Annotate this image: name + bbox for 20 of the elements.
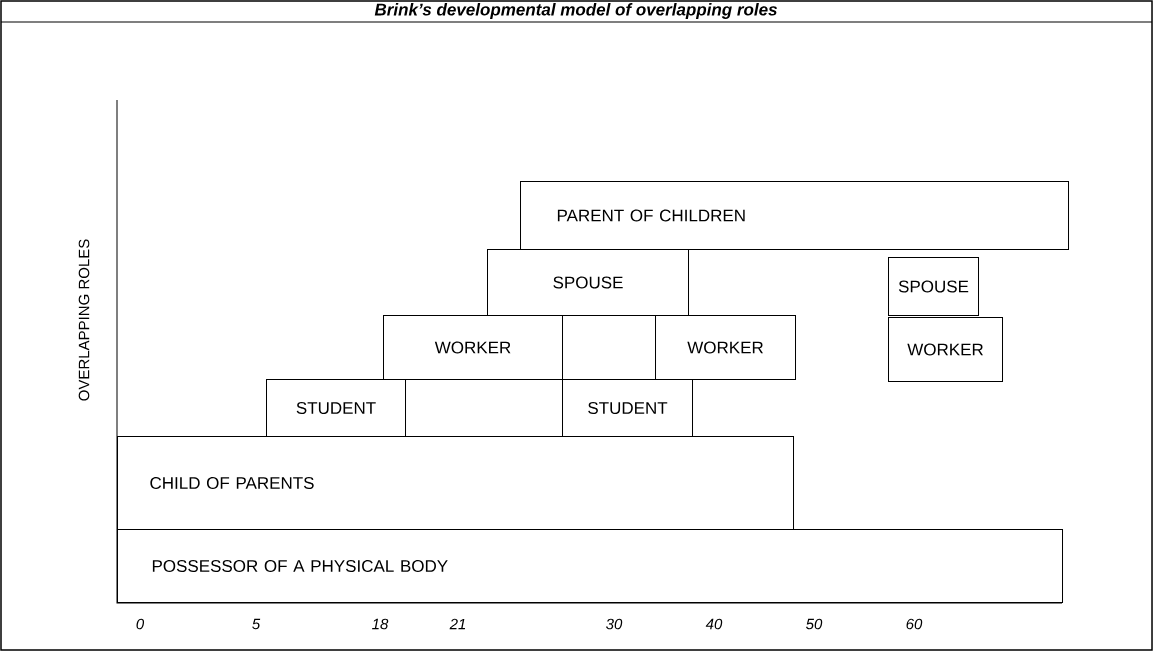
role-box: STUDENT	[266, 379, 406, 437]
tick-label: 5	[252, 618, 261, 630]
role-box: SPOUSE	[888, 257, 979, 316]
tick-label: 0	[136, 618, 145, 630]
tick-label: 60	[906, 618, 923, 630]
tick-label: 50	[806, 618, 823, 630]
role-box: WORKER	[655, 315, 796, 380]
role-box: WORKER	[383, 315, 563, 380]
role-box: STUDENT	[562, 379, 693, 437]
role-box: WORKER	[888, 317, 1003, 382]
tick-label: 30	[606, 618, 623, 630]
role-box: POSSESSOR OF A PHYSICAL BODY	[117, 529, 1063, 603]
tick-label: 40	[705, 618, 723, 630]
tick-label: 21	[449, 618, 466, 630]
role-box: PARENT OF CHILDREN	[520, 181, 1069, 250]
axis-label: OVERLAPPING ROLES	[78, 239, 90, 401]
tick-label: 18	[372, 618, 389, 630]
role-box: SPOUSE	[487, 249, 689, 316]
title: Brink’s developmental model of overlapping roles	[374, 3, 777, 19]
role-box: CHILD OF PARENTS	[117, 436, 794, 530]
